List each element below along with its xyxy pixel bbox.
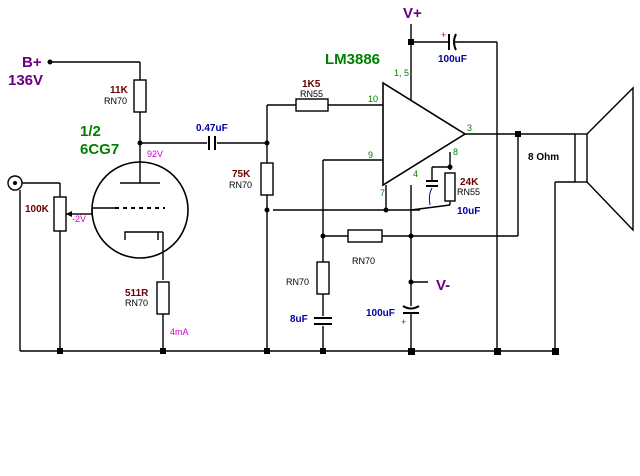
bplus-supply (47, 59, 141, 80)
coupling-capacitor (208, 136, 267, 150)
ground-junctions (57, 39, 559, 355)
mute-cap-label: 10uF (457, 206, 480, 217)
tube-type-label: 6CG7 (80, 141, 119, 158)
plate-resistor (133, 79, 147, 143)
input-jack[interactable] (7, 175, 60, 351)
lm3886-amplifier (382, 81, 467, 187)
tube-section-label: 1/2 (80, 123, 101, 140)
grid-pot-label: 100K (25, 204, 50, 215)
amp-supply-pins: 1, 5 (394, 68, 409, 78)
speaker-label: 8 Ohm (528, 152, 559, 163)
vminus-rail (402, 185, 428, 351)
amp-pin-3: 3 (467, 123, 472, 133)
plus-sign-top: + (441, 30, 446, 40)
plate-resistor-value: 11K (110, 85, 129, 96)
triode-tube (80, 143, 189, 280)
cathode-resistor (156, 281, 170, 351)
grid-potentiometer (53, 183, 80, 351)
input-resistor (295, 98, 383, 112)
amp-pin-4: 4 (413, 169, 418, 179)
input-resistor-value: 1K5 (302, 79, 321, 90)
cathode-resistor-value: 511R (125, 288, 149, 299)
amp-pin-7: 7 (380, 188, 385, 198)
gain-shunt-cap-label: 8uF (290, 314, 308, 325)
coupling-cap-label: 0.47uF (196, 123, 228, 134)
speaker (554, 86, 634, 351)
amp-pin-8: 8 (453, 147, 458, 157)
amp-pin-10: 10 (368, 94, 378, 104)
grid-voltage-label: -2V (72, 214, 86, 224)
cathode-current-label: 4mA (170, 327, 189, 337)
supply-capacitor-positive (448, 33, 498, 351)
input-resistor-type: RN55 (300, 89, 323, 99)
bias-resistor (260, 162, 274, 351)
cap-pos-label: 100uF (438, 54, 467, 65)
amp-pin-9: 9 (368, 150, 373, 160)
amp-name-label: LM3886 (325, 51, 380, 68)
mute-resistor-value: 24K (460, 177, 479, 188)
bplus-voltage-label: 136V (8, 72, 43, 89)
bplus-label: B+ (22, 54, 42, 71)
plate-resistor-type: RN70 (104, 96, 127, 106)
mute-network (410, 152, 456, 211)
plate-voltage-label: 92V (147, 149, 163, 159)
cathode-resistor-type: RN70 (125, 298, 148, 308)
feedback-network (320, 159, 414, 262)
bias-resistor-value: 75K (232, 169, 251, 180)
gain-shunt-resistor-label: RN70 (286, 277, 309, 287)
plus-sign-bottom: + (401, 317, 406, 327)
gain-shunt (314, 261, 332, 351)
cap-neg-label: 100uF (366, 308, 395, 319)
feedback-resistor-label: RN70 (352, 256, 375, 266)
mute-resistor-type: RN55 (457, 187, 480, 197)
vplus-label: V+ (403, 5, 422, 22)
vminus-label: V- (436, 277, 450, 294)
bias-resistor-type: RN70 (229, 180, 252, 190)
